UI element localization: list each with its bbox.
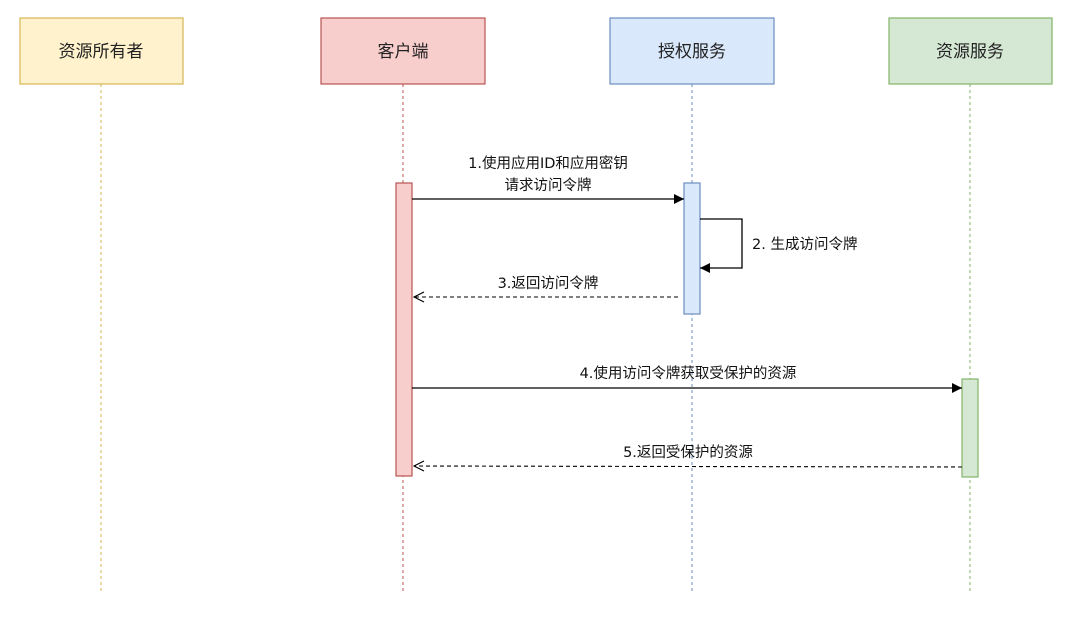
participant-auth-box <box>609 17 775 85</box>
activation-auth <box>683 182 701 315</box>
message-1[interactable]: 1.使用应用ID和应用密钥 请求访问令牌 <box>412 154 684 204</box>
activation-resource <box>961 378 979 478</box>
participant-resource-box <box>888 17 1053 85</box>
activation-client <box>395 182 413 477</box>
participant-owner[interactable]: 资源所有者 <box>19 17 184 85</box>
message-4-label: 4.使用访问令牌获取受保护的资源 <box>580 365 797 382</box>
message-1-label-line-2: 请求访问令牌 <box>505 177 592 194</box>
message-2-label: 2. 生成访问令牌 <box>752 236 857 253</box>
message-5-arrow <box>414 466 963 467</box>
message-5[interactable]: 5.返回受保护的资源 <box>414 444 963 467</box>
participant-resource-label: 资源服务 <box>936 42 1004 62</box>
message-5-label: 5.返回受保护的资源 <box>623 444 753 461</box>
participant-client-label: 客户端 <box>378 42 429 62</box>
participant-resource[interactable]: 资源服务 <box>888 17 1053 85</box>
participant-client[interactable]: 客户端 <box>320 17 486 85</box>
message-1-label-line-1: 1.使用应用ID和应用密钥 <box>468 154 628 172</box>
message-2[interactable]: 2. 生成访问令牌 <box>700 218 857 273</box>
participant-owner-label: 资源所有者 <box>59 42 144 62</box>
participant-auth[interactable]: 授权服务 <box>609 17 775 85</box>
participant-auth-label: 授权服务 <box>658 42 726 62</box>
participant-owner-box <box>19 17 184 85</box>
participant-client-box <box>320 17 486 85</box>
message-2-arrow <box>700 218 743 273</box>
message-3[interactable]: 3.返回访问令牌 <box>414 275 678 297</box>
message-3-label: 3.返回访问令牌 <box>498 275 599 292</box>
message-4[interactable]: 4.使用访问令牌获取受保护的资源 <box>412 365 962 393</box>
